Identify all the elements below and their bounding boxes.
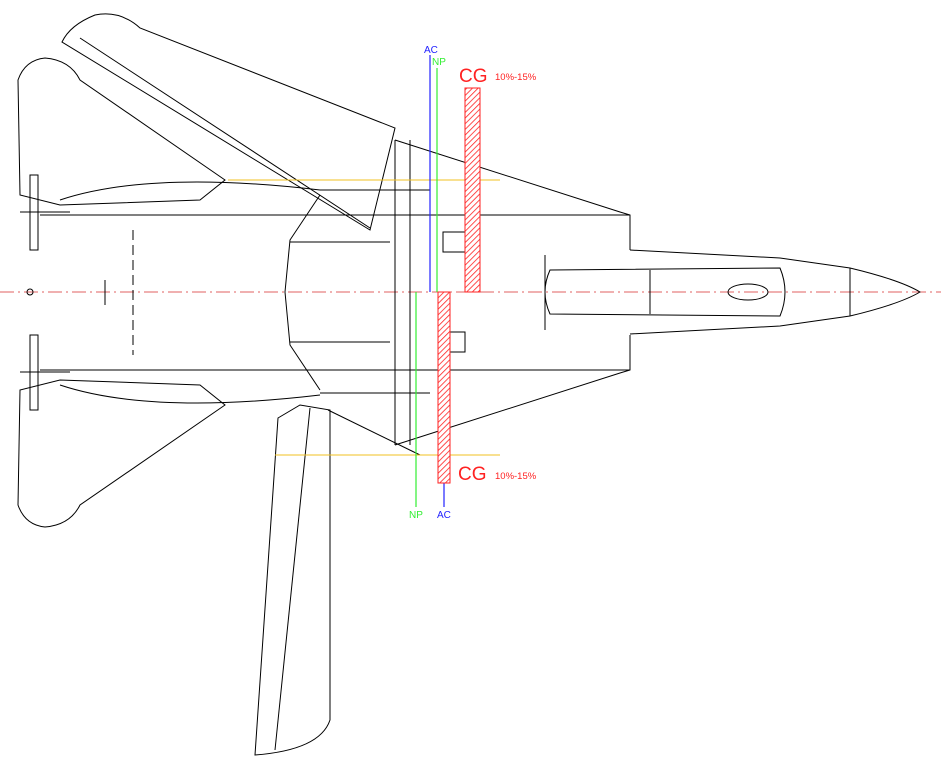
nose <box>629 249 921 335</box>
lower-cg-label: CG <box>458 464 487 485</box>
upper-cg-range: 10%-15% <box>495 72 537 83</box>
lower-cg-range-bar <box>437 291 451 484</box>
lower-stabilizer <box>17 379 226 528</box>
upper-ac-label: AC <box>424 45 438 56</box>
lower-ac-label: AC <box>437 510 451 521</box>
upper-np-label: NP <box>432 57 446 68</box>
lower-cg-range: 10%-15% <box>495 471 537 482</box>
aircraft-outline <box>17 13 921 756</box>
upper-cg-range-bar <box>464 87 481 293</box>
canopy <box>544 267 786 317</box>
cockpit-window <box>727 283 769 301</box>
upper-wing <box>61 13 396 231</box>
lower-wing <box>254 404 331 756</box>
upper-stabilizer <box>17 57 226 206</box>
upper-cg-label: CG <box>459 66 488 87</box>
wing-glove <box>394 139 631 250</box>
lower-np-label: NP <box>409 510 423 521</box>
